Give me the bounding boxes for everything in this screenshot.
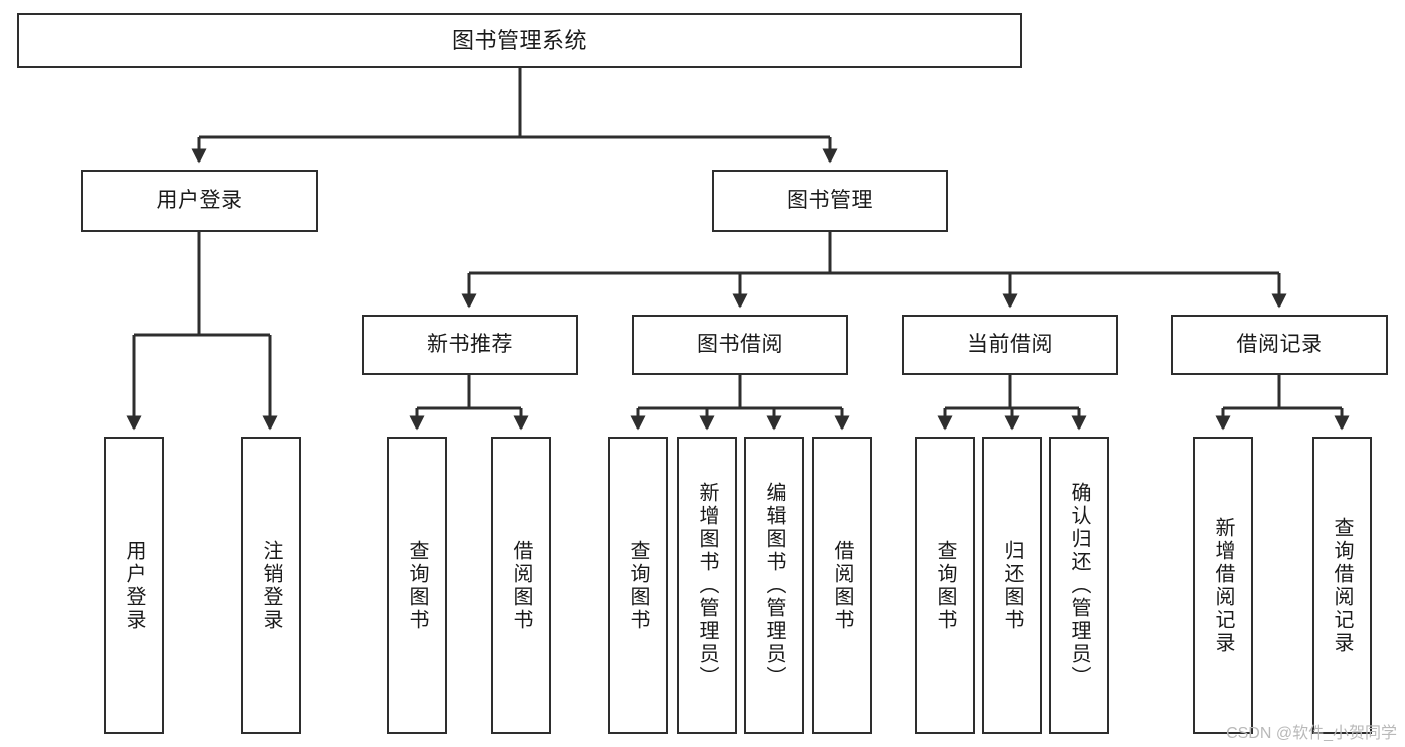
- node-leaf-edit-book[interactable]: 编辑图书（管理员）: [744, 437, 804, 734]
- node-book-management-label: 图书管理: [787, 188, 873, 212]
- node-leaf-confirm-return[interactable]: 确认归还（管理员）: [1049, 437, 1109, 734]
- node-leaf-query-record-label: 查询借阅记录: [1331, 516, 1353, 655]
- node-user-login[interactable]: 用户登录: [81, 170, 318, 232]
- node-book-borrow[interactable]: 图书借阅: [632, 315, 848, 375]
- node-current-borrow-label: 当前借阅: [967, 332, 1053, 356]
- node-leaf-logout-login[interactable]: 注销登录: [241, 437, 301, 734]
- node-root-label: 图书管理系统: [451, 27, 587, 53]
- node-new-book-recommend-label: 新书推荐: [427, 332, 513, 356]
- node-leaf-return-book[interactable]: 归还图书: [982, 437, 1042, 734]
- node-book-borrow-label: 图书借阅: [697, 332, 783, 356]
- node-leaf-user-login-label: 用户登录: [123, 539, 145, 632]
- node-leaf-query-book-1[interactable]: 查询图书: [387, 437, 447, 734]
- node-leaf-logout-login-label: 注销登录: [260, 539, 282, 632]
- node-leaf-query-book-2[interactable]: 查询图书: [608, 437, 668, 734]
- watermark-text: CSDN @软件_小贺同学: [1226, 725, 1397, 742]
- node-leaf-user-login[interactable]: 用户登录: [104, 437, 164, 734]
- node-leaf-query-book-1-label: 查询图书: [406, 539, 428, 632]
- node-user-login-label: 用户登录: [156, 188, 243, 212]
- node-leaf-borrow-book-1-label: 借阅图书: [510, 539, 532, 632]
- node-root[interactable]: 图书管理系统: [17, 13, 1022, 68]
- node-book-management[interactable]: 图书管理: [712, 170, 948, 232]
- node-borrow-record-label: 借阅记录: [1236, 332, 1323, 356]
- node-leaf-add-book-label: 新增图书（管理员）: [696, 482, 718, 689]
- node-leaf-query-record[interactable]: 查询借阅记录: [1312, 437, 1372, 734]
- node-leaf-query-book-3[interactable]: 查询图书: [915, 437, 975, 734]
- node-leaf-edit-book-label: 编辑图书（管理员）: [763, 482, 785, 689]
- node-leaf-query-book-2-label: 查询图书: [627, 539, 649, 632]
- node-leaf-borrow-book-2[interactable]: 借阅图书: [812, 437, 872, 734]
- node-leaf-return-book-label: 归还图书: [1001, 539, 1023, 632]
- node-leaf-borrow-book-2-label: 借阅图书: [831, 539, 853, 632]
- node-borrow-record[interactable]: 借阅记录: [1171, 315, 1388, 375]
- node-leaf-add-book[interactable]: 新增图书（管理员）: [677, 437, 737, 734]
- node-leaf-add-record-label: 新增借阅记录: [1212, 516, 1234, 655]
- node-leaf-confirm-return-label: 确认归还（管理员）: [1068, 482, 1090, 689]
- node-leaf-query-book-3-label: 查询图书: [934, 539, 956, 632]
- node-current-borrow[interactable]: 当前借阅: [902, 315, 1118, 375]
- node-leaf-borrow-book-1[interactable]: 借阅图书: [491, 437, 551, 734]
- node-leaf-add-record[interactable]: 新增借阅记录: [1193, 437, 1253, 734]
- node-new-book-recommend[interactable]: 新书推荐: [362, 315, 578, 375]
